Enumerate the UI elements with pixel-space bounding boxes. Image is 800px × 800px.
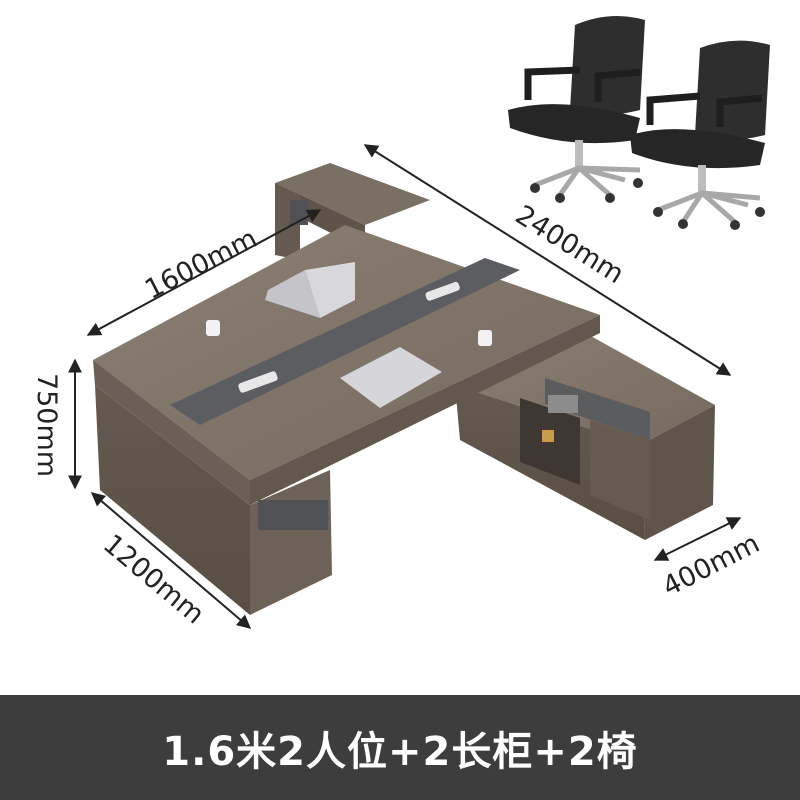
cabinet-depth-dimension-line (653, 517, 742, 561)
product-caption: 1.6米2人位+2长柜+2椅 (162, 728, 638, 775)
length-dimension-line (363, 144, 732, 376)
length-label: 2400mm (510, 199, 629, 290)
height-label: 750mm (31, 373, 62, 477)
office-chair-left (508, 16, 645, 203)
product-illustration: 1600mm 2400mm 750mm 1200mm 400mm (31, 16, 770, 630)
depth-dimension-line (90, 492, 252, 629)
office-chair-right (630, 40, 770, 230)
mug-left (206, 320, 220, 336)
caption-banner: 1.6米2人位+2长柜+2椅 (0, 695, 800, 800)
width-dimension-line (86, 209, 322, 336)
cabinet-depth-label: 400mm (658, 528, 765, 603)
mug-right (478, 330, 492, 346)
power-outlet-2 (238, 371, 278, 393)
